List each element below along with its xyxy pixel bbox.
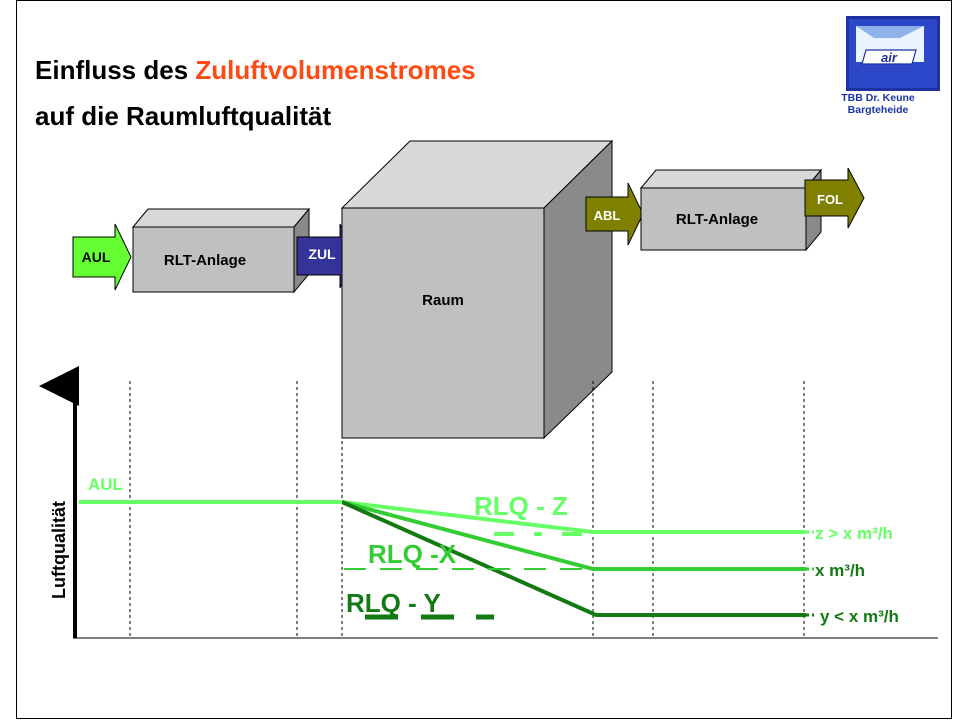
- z-flow-label: z > x m³/h: [815, 524, 893, 543]
- rlq-y-label: RLQ - Y: [346, 588, 441, 618]
- vertical-guides: [129, 381, 805, 638]
- logo-caption-line-2: Bargteheide: [847, 104, 909, 116]
- rlt-anlage-left-label: RLT-Anlage: [164, 252, 246, 269]
- fol-arrow: FOL: [804, 167, 865, 229]
- abl-arrow: ABL: [585, 182, 644, 246]
- title-line-2: auf die Raumluftqualität: [35, 101, 332, 131]
- title-prefix: Einfluss des: [35, 55, 196, 85]
- rlq-x-line: [341, 500, 806, 571]
- aul-start-label: AUL: [88, 475, 123, 494]
- title-line-1: Einfluss des Zuluftvolumenstromes: [35, 55, 476, 86]
- rlt-anlage-right-box: RLT-Anlage: [639, 168, 823, 252]
- raum-cube: Raum: [340, 139, 614, 440]
- slide-frame: [16, 0, 952, 719]
- rlt-anlage-left-box: RLT-Anlage: [131, 207, 311, 294]
- rlq-z-label: RLQ - Z: [474, 491, 568, 521]
- y-axis-label: Luftqualität: [49, 501, 69, 599]
- x-flow-label: x m³/h: [815, 561, 865, 580]
- logo-caption-line-1: TBB Dr. Keune: [841, 92, 915, 104]
- aul-arrow: AUL: [72, 223, 132, 291]
- zul-arrow-label: ZUL: [308, 246, 336, 262]
- aul-arrow-label: AUL: [82, 249, 111, 265]
- raum-label: Raum: [422, 292, 464, 309]
- rlq-y-line: [341, 500, 806, 617]
- zul-arrow: ZUL: [296, 223, 357, 289]
- title-accent: Zuluftvolumenstromes: [195, 55, 476, 85]
- air-logo-icon: air: [846, 16, 940, 91]
- fol-arrow-label: FOL: [817, 192, 843, 207]
- logo-caption: TBB Dr. Keune Bargteheide: [813, 92, 943, 116]
- y-flow-label: y < x m³/h: [820, 607, 899, 626]
- abl-arrow-label: ABL: [594, 208, 621, 223]
- rlq-x-label: RLQ -X: [368, 539, 457, 569]
- logo-text: air: [881, 50, 898, 65]
- rlt-anlage-right-label: RLT-Anlage: [676, 211, 758, 228]
